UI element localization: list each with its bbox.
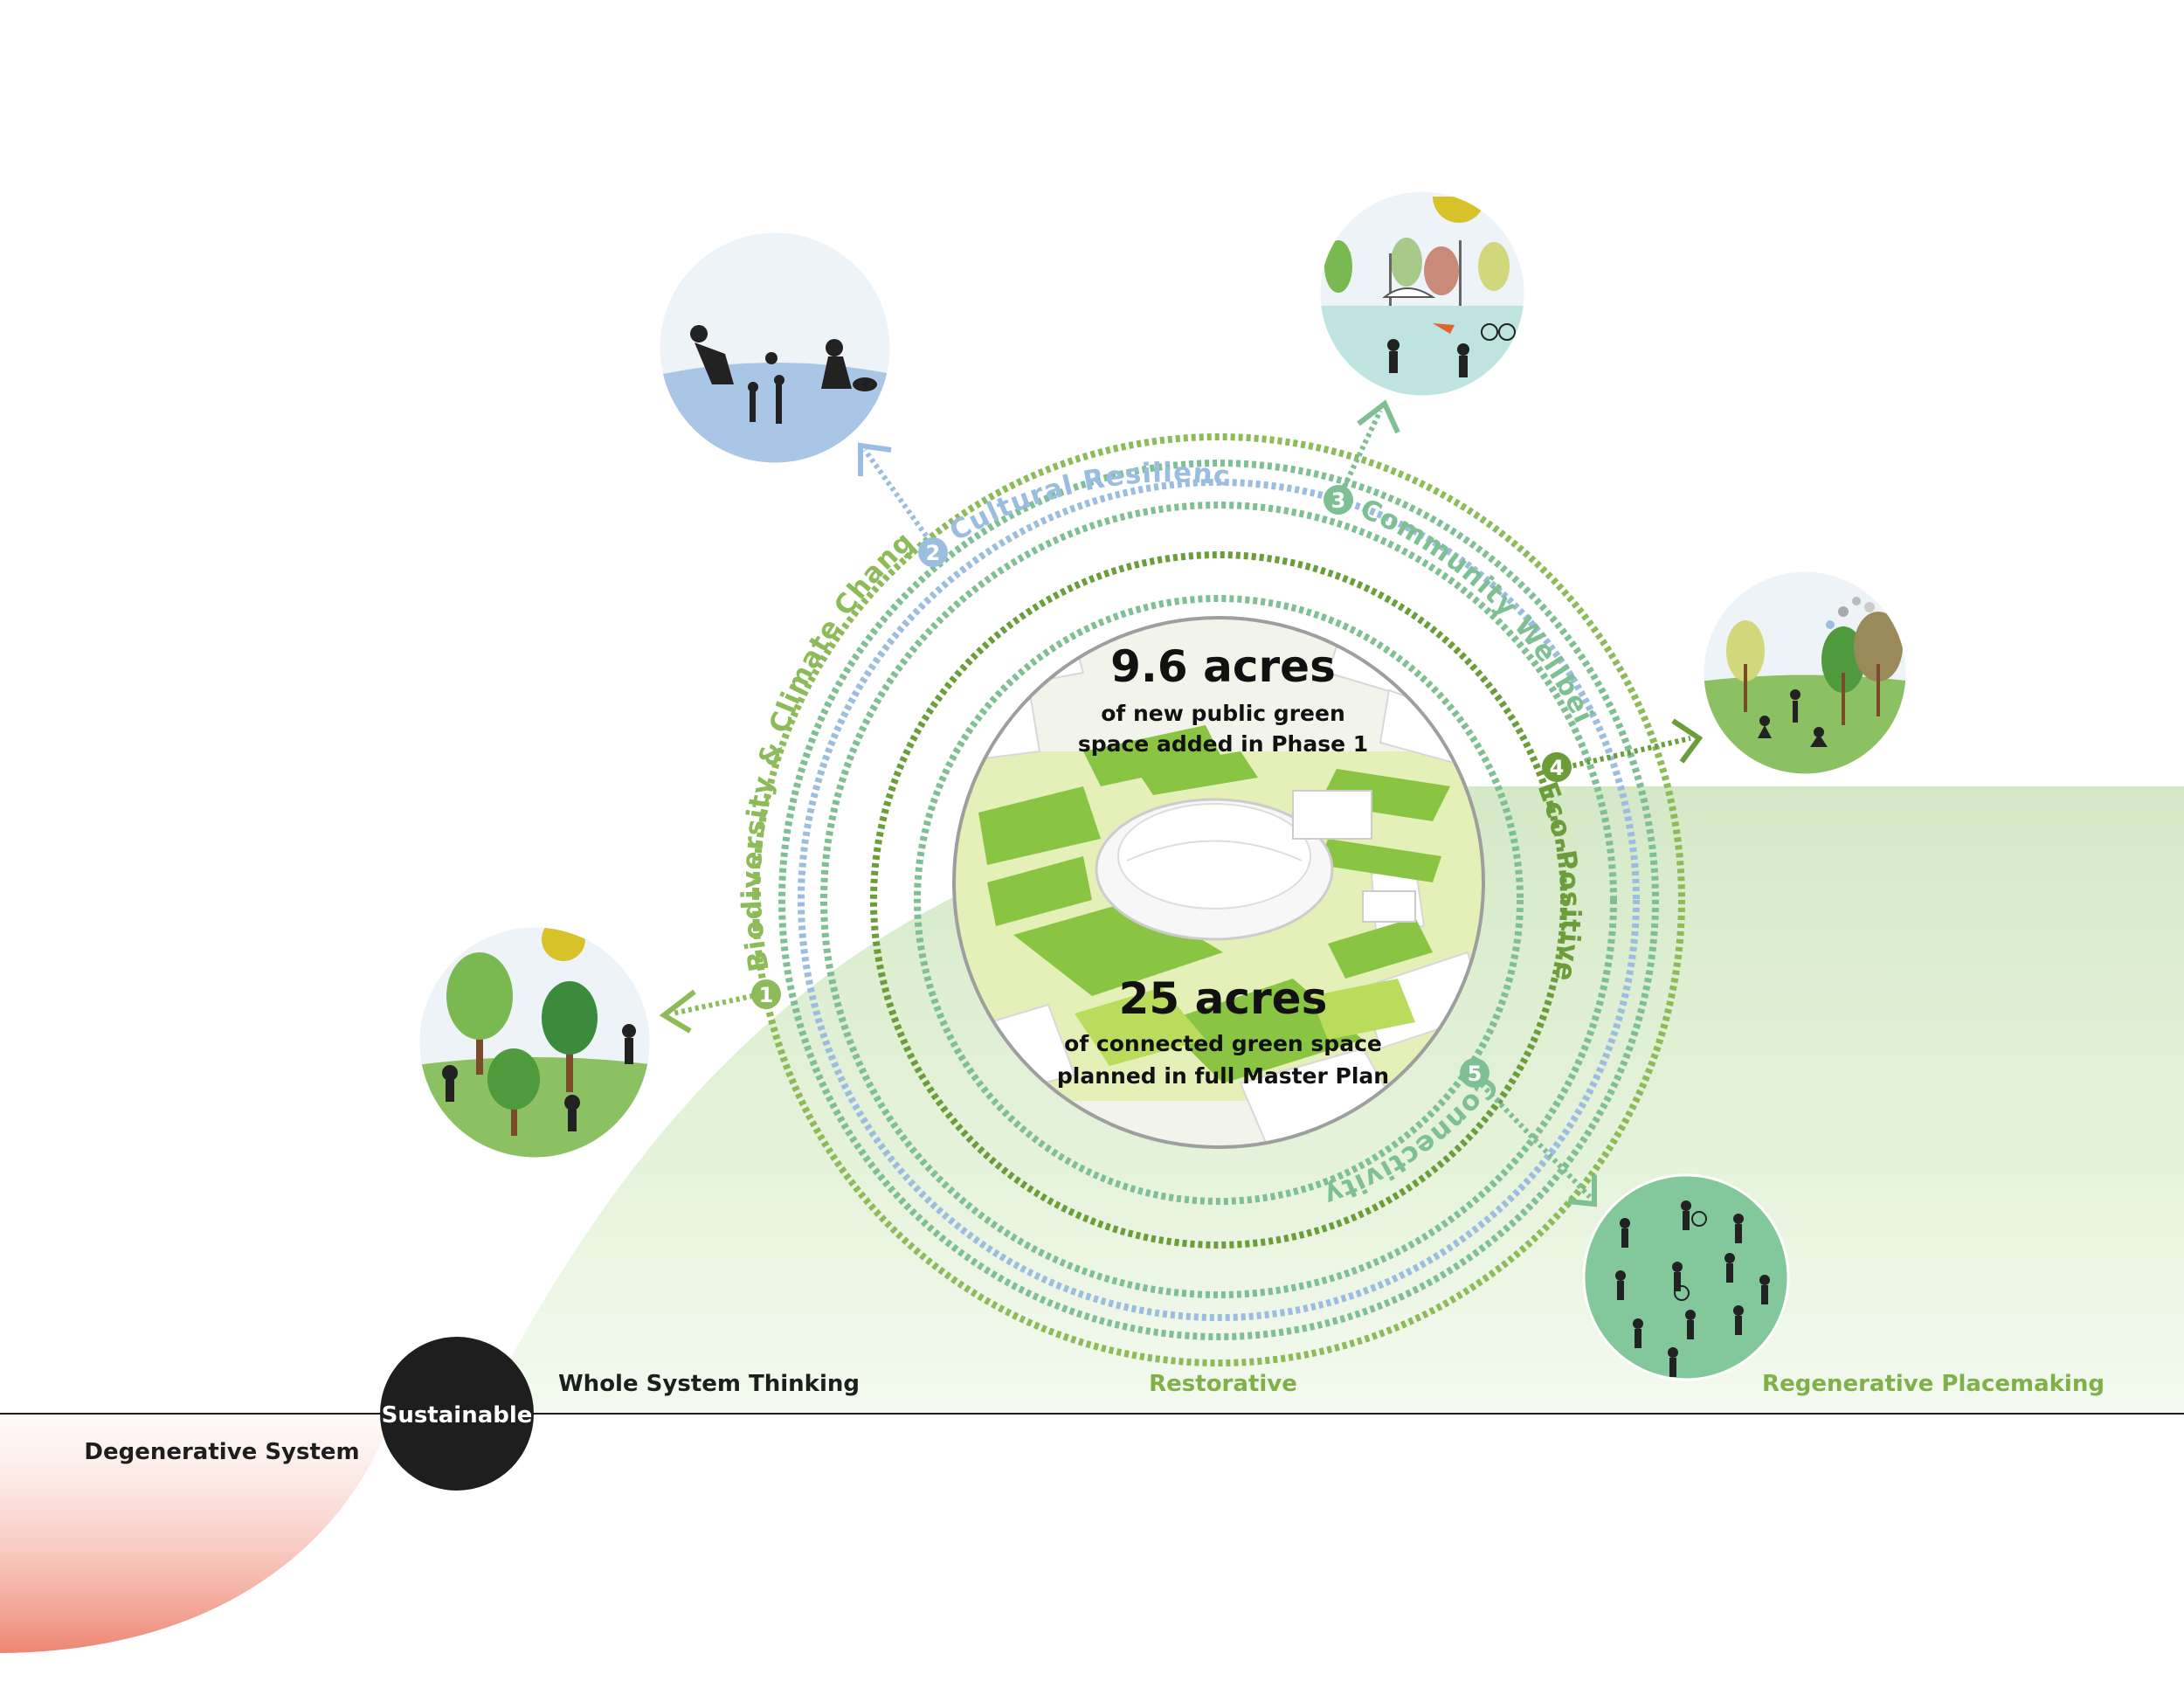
marker-4 bbox=[1542, 752, 1572, 782]
illustration-connectivity bbox=[1584, 1175, 1788, 1380]
marker-5-label: 5 bbox=[1468, 1062, 1482, 1086]
marker-1-label: 1 bbox=[759, 983, 774, 1007]
marker-3 bbox=[1324, 485, 1353, 515]
degenerative-red-area bbox=[0, 1414, 393, 1653]
illustration-4-border bbox=[1701, 569, 1909, 777]
arrowhead-1 bbox=[659, 989, 696, 1034]
ring-dark-green bbox=[870, 551, 1567, 1249]
illustration-biodiversity bbox=[418, 926, 651, 1159]
center-image-border bbox=[952, 616, 1485, 1149]
arrowhead-5 bbox=[1567, 1175, 1597, 1207]
ring-teal-1 bbox=[778, 460, 1659, 1340]
ring-teal-3 bbox=[914, 595, 1524, 1205]
illustration-community bbox=[1319, 190, 1525, 397]
sustainable-circle bbox=[380, 1337, 534, 1491]
illustration-3-border bbox=[1317, 189, 1527, 398]
illustration-1-border bbox=[417, 924, 653, 1160]
connector-2 bbox=[862, 448, 933, 543]
connector-1 bbox=[672, 992, 761, 1016]
number-markers: 1 2 3 4 5 bbox=[751, 485, 1572, 1088]
degenerative-label: Degenerative System bbox=[84, 1439, 359, 1465]
stat-25-acres: 25 acres bbox=[1119, 973, 1328, 1024]
stat-9-6-acres: 9.6 acres bbox=[1110, 641, 1336, 692]
arrowhead-2 bbox=[858, 442, 892, 476]
illustration-2-border bbox=[657, 230, 893, 466]
illustration-eco bbox=[1703, 571, 1907, 775]
marker-2 bbox=[918, 537, 948, 567]
sustainable-label: Sustainable bbox=[382, 1402, 533, 1429]
regenerative-label: Regenerative Placemaking bbox=[1762, 1371, 2105, 1397]
connector-4 bbox=[1559, 736, 1691, 771]
marker-4-label: 4 bbox=[1550, 756, 1565, 780]
marker-2-label: 2 bbox=[926, 541, 941, 565]
stat-25-line1: of connected green space bbox=[1064, 1031, 1382, 1056]
svg-text:Cultural Resilience: Cultural Resilience bbox=[0, 0, 1232, 548]
ring-blue bbox=[798, 479, 1640, 1321]
stat-9-6-line2: space added in Phase 1 bbox=[1078, 731, 1368, 757]
marker-3-label: 3 bbox=[1331, 488, 1346, 513]
center-aerial-image bbox=[954, 618, 1483, 1147]
connector-3 bbox=[1338, 409, 1383, 495]
restorative-label: Restorative bbox=[1149, 1371, 1297, 1397]
marker-1 bbox=[751, 979, 781, 1009]
illustration-5-border bbox=[1582, 1173, 1790, 1381]
illustration-cultural bbox=[659, 232, 891, 464]
marker-5 bbox=[1460, 1058, 1489, 1088]
ring-label-cultural: Cultural Resilience bbox=[0, 0, 1231, 548]
connectors bbox=[659, 399, 1704, 1207]
arrowhead-4 bbox=[1671, 718, 1704, 764]
ring-teal-2 bbox=[820, 502, 1617, 1298]
stat-25-line2: planned in full Master Plan bbox=[1057, 1063, 1389, 1089]
rings bbox=[752, 433, 1685, 1366]
ring-outer-green bbox=[752, 433, 1685, 1366]
arrowhead-3 bbox=[1357, 399, 1400, 434]
whole-system-label: Whole System Thinking bbox=[558, 1371, 860, 1397]
stat-9-6-line1: of new public green bbox=[1101, 701, 1345, 726]
